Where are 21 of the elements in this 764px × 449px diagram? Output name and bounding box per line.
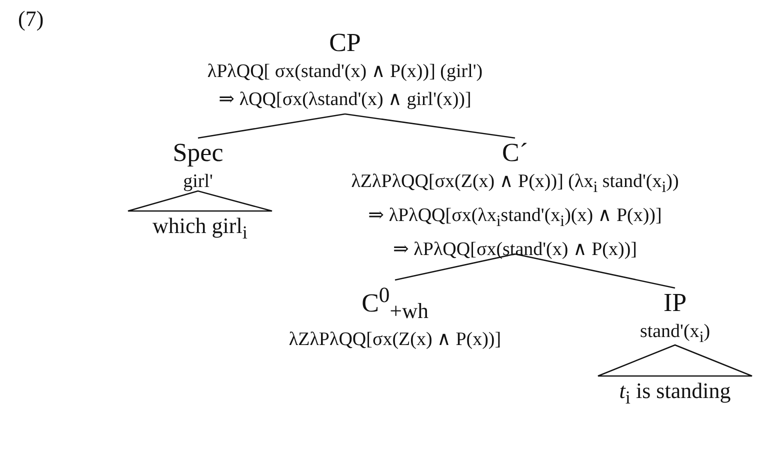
category-label: C´ [502,138,528,168]
tree-branch [514,253,676,289]
tree-branch [198,113,346,139]
formula-text: ⇒ λPλQQ[σx(stand'(x) ∧ P(x))] [393,238,637,262]
category-label: CP [329,28,361,58]
phrase-text: which girl$_{i}$ [152,212,248,244]
triangle-branch [127,190,273,212]
triangle-branch [597,344,753,377]
example-number: (7) [18,6,44,32]
formula-text: girl' [183,170,213,194]
formula-text: ⇒ λQQ[σx(λstand'(x) ∧ girl'(x))] [218,88,472,112]
formula-text: λZλPλQQ[σx(Z(x) ∧ P(x))] [288,328,502,352]
category-label: Spec [172,138,224,168]
formula-text: λPλQQ[ σx(stand'(x) ∧ P(x))] (girl') [207,60,483,84]
category-label: IP [663,288,687,318]
formula-text: stand'(x$_{i}$) [640,320,710,348]
tree-branch [394,253,516,281]
tree-branch [344,113,516,139]
phrase-text: t$_{i}$ is standing [619,377,731,410]
formula-text: ⇒ λPλQQ[σx(λx$_{i}$stand'(x$_{i}$)(x) ∧ P(x))] [368,204,662,232]
formula-text: λZλPλQQ[σx(Z(x) ∧ P(x))] (λx$_{i}$ stand'(x$_{i}$)) [351,170,679,198]
